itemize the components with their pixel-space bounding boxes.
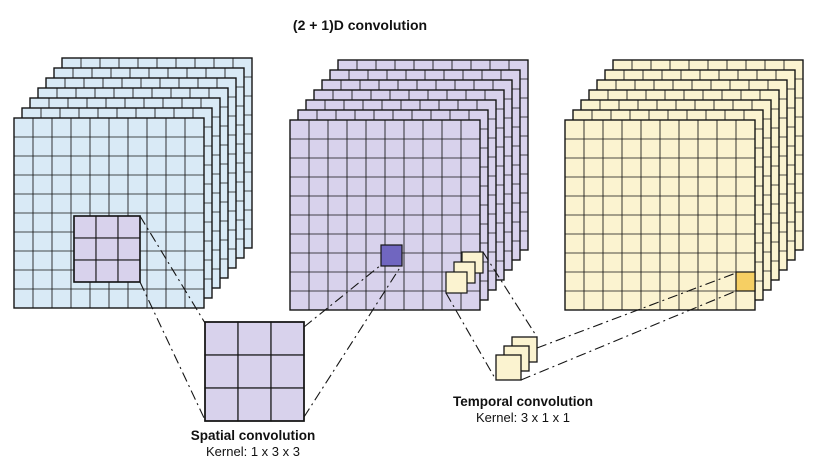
spatial-kernel-cell	[237, 321, 272, 356]
temporal-kernel-cell	[495, 354, 522, 381]
spatial-kernel-cell	[237, 354, 272, 389]
connector-line	[482, 251, 538, 338]
input-frames-stack-layer-7-gridlines	[14, 118, 204, 308]
connector-line	[445, 292, 497, 381]
spatial-label: Spatial convolution	[191, 428, 316, 443]
spatial-kernel-cell	[237, 387, 272, 422]
receptive-cell	[117, 259, 141, 283]
connector-lines	[139, 215, 737, 421]
receptive-cell	[73, 259, 97, 283]
connector-line	[303, 264, 382, 328]
spatial-kernel-outline	[204, 321, 305, 422]
spatial-output-stack-layer-7-gridlines	[290, 120, 480, 310]
temporal-kernel-size: Kernel: 3 x 1 x 1	[476, 410, 570, 425]
spatial-kernel-cell	[270, 321, 305, 356]
connector-line	[139, 215, 206, 324]
receptive-cell	[95, 259, 119, 283]
receptive-cell	[117, 237, 141, 261]
connector-line	[303, 265, 402, 418]
connector-line	[536, 272, 737, 349]
diagram-shapes	[13, 57, 804, 422]
receptive-cell	[73, 215, 97, 239]
temporal-output-stack	[564, 59, 804, 311]
input-frames-stack	[13, 57, 253, 309]
temporal-output-stack-layer-7-gridlines	[565, 120, 755, 310]
spatial-kernel-cell	[204, 387, 239, 422]
spatial-kernel-cell	[204, 321, 239, 356]
diagram-title: (2 + 1)D convolution	[293, 17, 427, 33]
receptive-cell	[117, 215, 141, 239]
spatial-receptive-field	[73, 215, 141, 283]
temporal-output-stack-layer-7	[564, 119, 756, 311]
spatial-kernel-cell	[270, 354, 305, 389]
receptive-outline	[73, 215, 141, 283]
receptive-cell	[73, 237, 97, 261]
spatial-output-stack	[289, 59, 529, 311]
receptive-cell	[95, 237, 119, 261]
temporal-kernel	[495, 336, 538, 381]
temporal-input-cell	[445, 271, 468, 294]
spatial-output-stack-layer-7	[289, 119, 481, 311]
spatial-kernel-cell	[270, 387, 305, 422]
spatial-kernel-size: Kernel: 1 x 3 x 3	[206, 444, 300, 459]
connector-line	[139, 281, 206, 421]
temporal-output-cell	[735, 271, 756, 292]
spatial-kernel-cell	[204, 354, 239, 389]
spatial-kernel	[204, 321, 305, 422]
temporal-receptive-cells	[445, 251, 484, 294]
receptive-cell	[95, 215, 119, 239]
spatial-output-cell	[380, 244, 403, 267]
temporal-label: Temporal convolution	[453, 394, 593, 409]
